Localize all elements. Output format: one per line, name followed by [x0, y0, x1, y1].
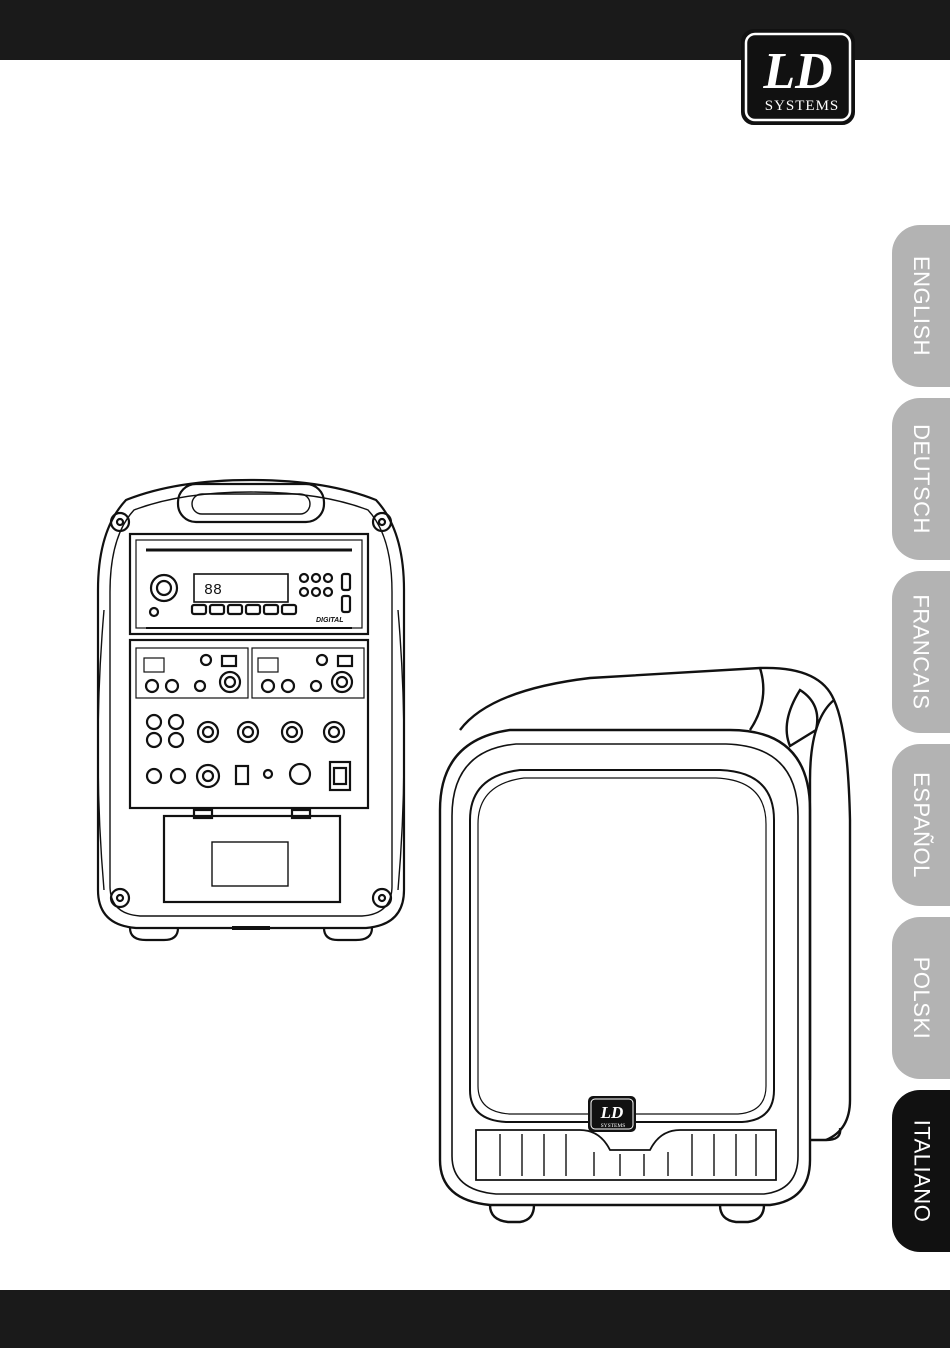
tab-english[interactable]: ENGLISH: [892, 225, 950, 387]
tab-label: FRANCAIS: [908, 594, 934, 709]
logo-sub-text: SYSTEMS: [765, 98, 840, 114]
tab-italiano[interactable]: ITALIANO: [892, 1090, 950, 1252]
back-panel-label: DIGITAL: [316, 617, 343, 624]
language-tabs: ENGLISH DEUTSCH FRANCAIS ESPAÑOL POLSKI …: [892, 225, 950, 1255]
bottom-bar: [0, 1290, 950, 1348]
front-badge-main: LD: [600, 1103, 624, 1122]
tab-label: DEUTSCH: [908, 424, 934, 534]
tab-label: POLSKI: [908, 957, 934, 1039]
tab-deutsch[interactable]: DEUTSCH: [892, 398, 950, 560]
speaker-front-illustration: LD SYSTEMS: [430, 660, 860, 1245]
speaker-back-illustration: 88 DIGITAL: [86, 470, 416, 950]
tab-polski[interactable]: POLSKI: [892, 917, 950, 1079]
tab-label: ITALIANO: [908, 1120, 934, 1223]
ld-systems-logo: LD SYSTEMS: [740, 28, 856, 126]
tab-francais[interactable]: FRANCAIS: [892, 571, 950, 733]
logo-main-text: LD: [762, 43, 832, 100]
tab-label: ESPAÑOL: [908, 772, 934, 878]
back-display-digits: 88: [204, 582, 222, 599]
front-badge-sub: SYSTEMS: [601, 1123, 626, 1129]
tab-espanol[interactable]: ESPAÑOL: [892, 744, 950, 906]
tab-label: ENGLISH: [908, 256, 934, 356]
